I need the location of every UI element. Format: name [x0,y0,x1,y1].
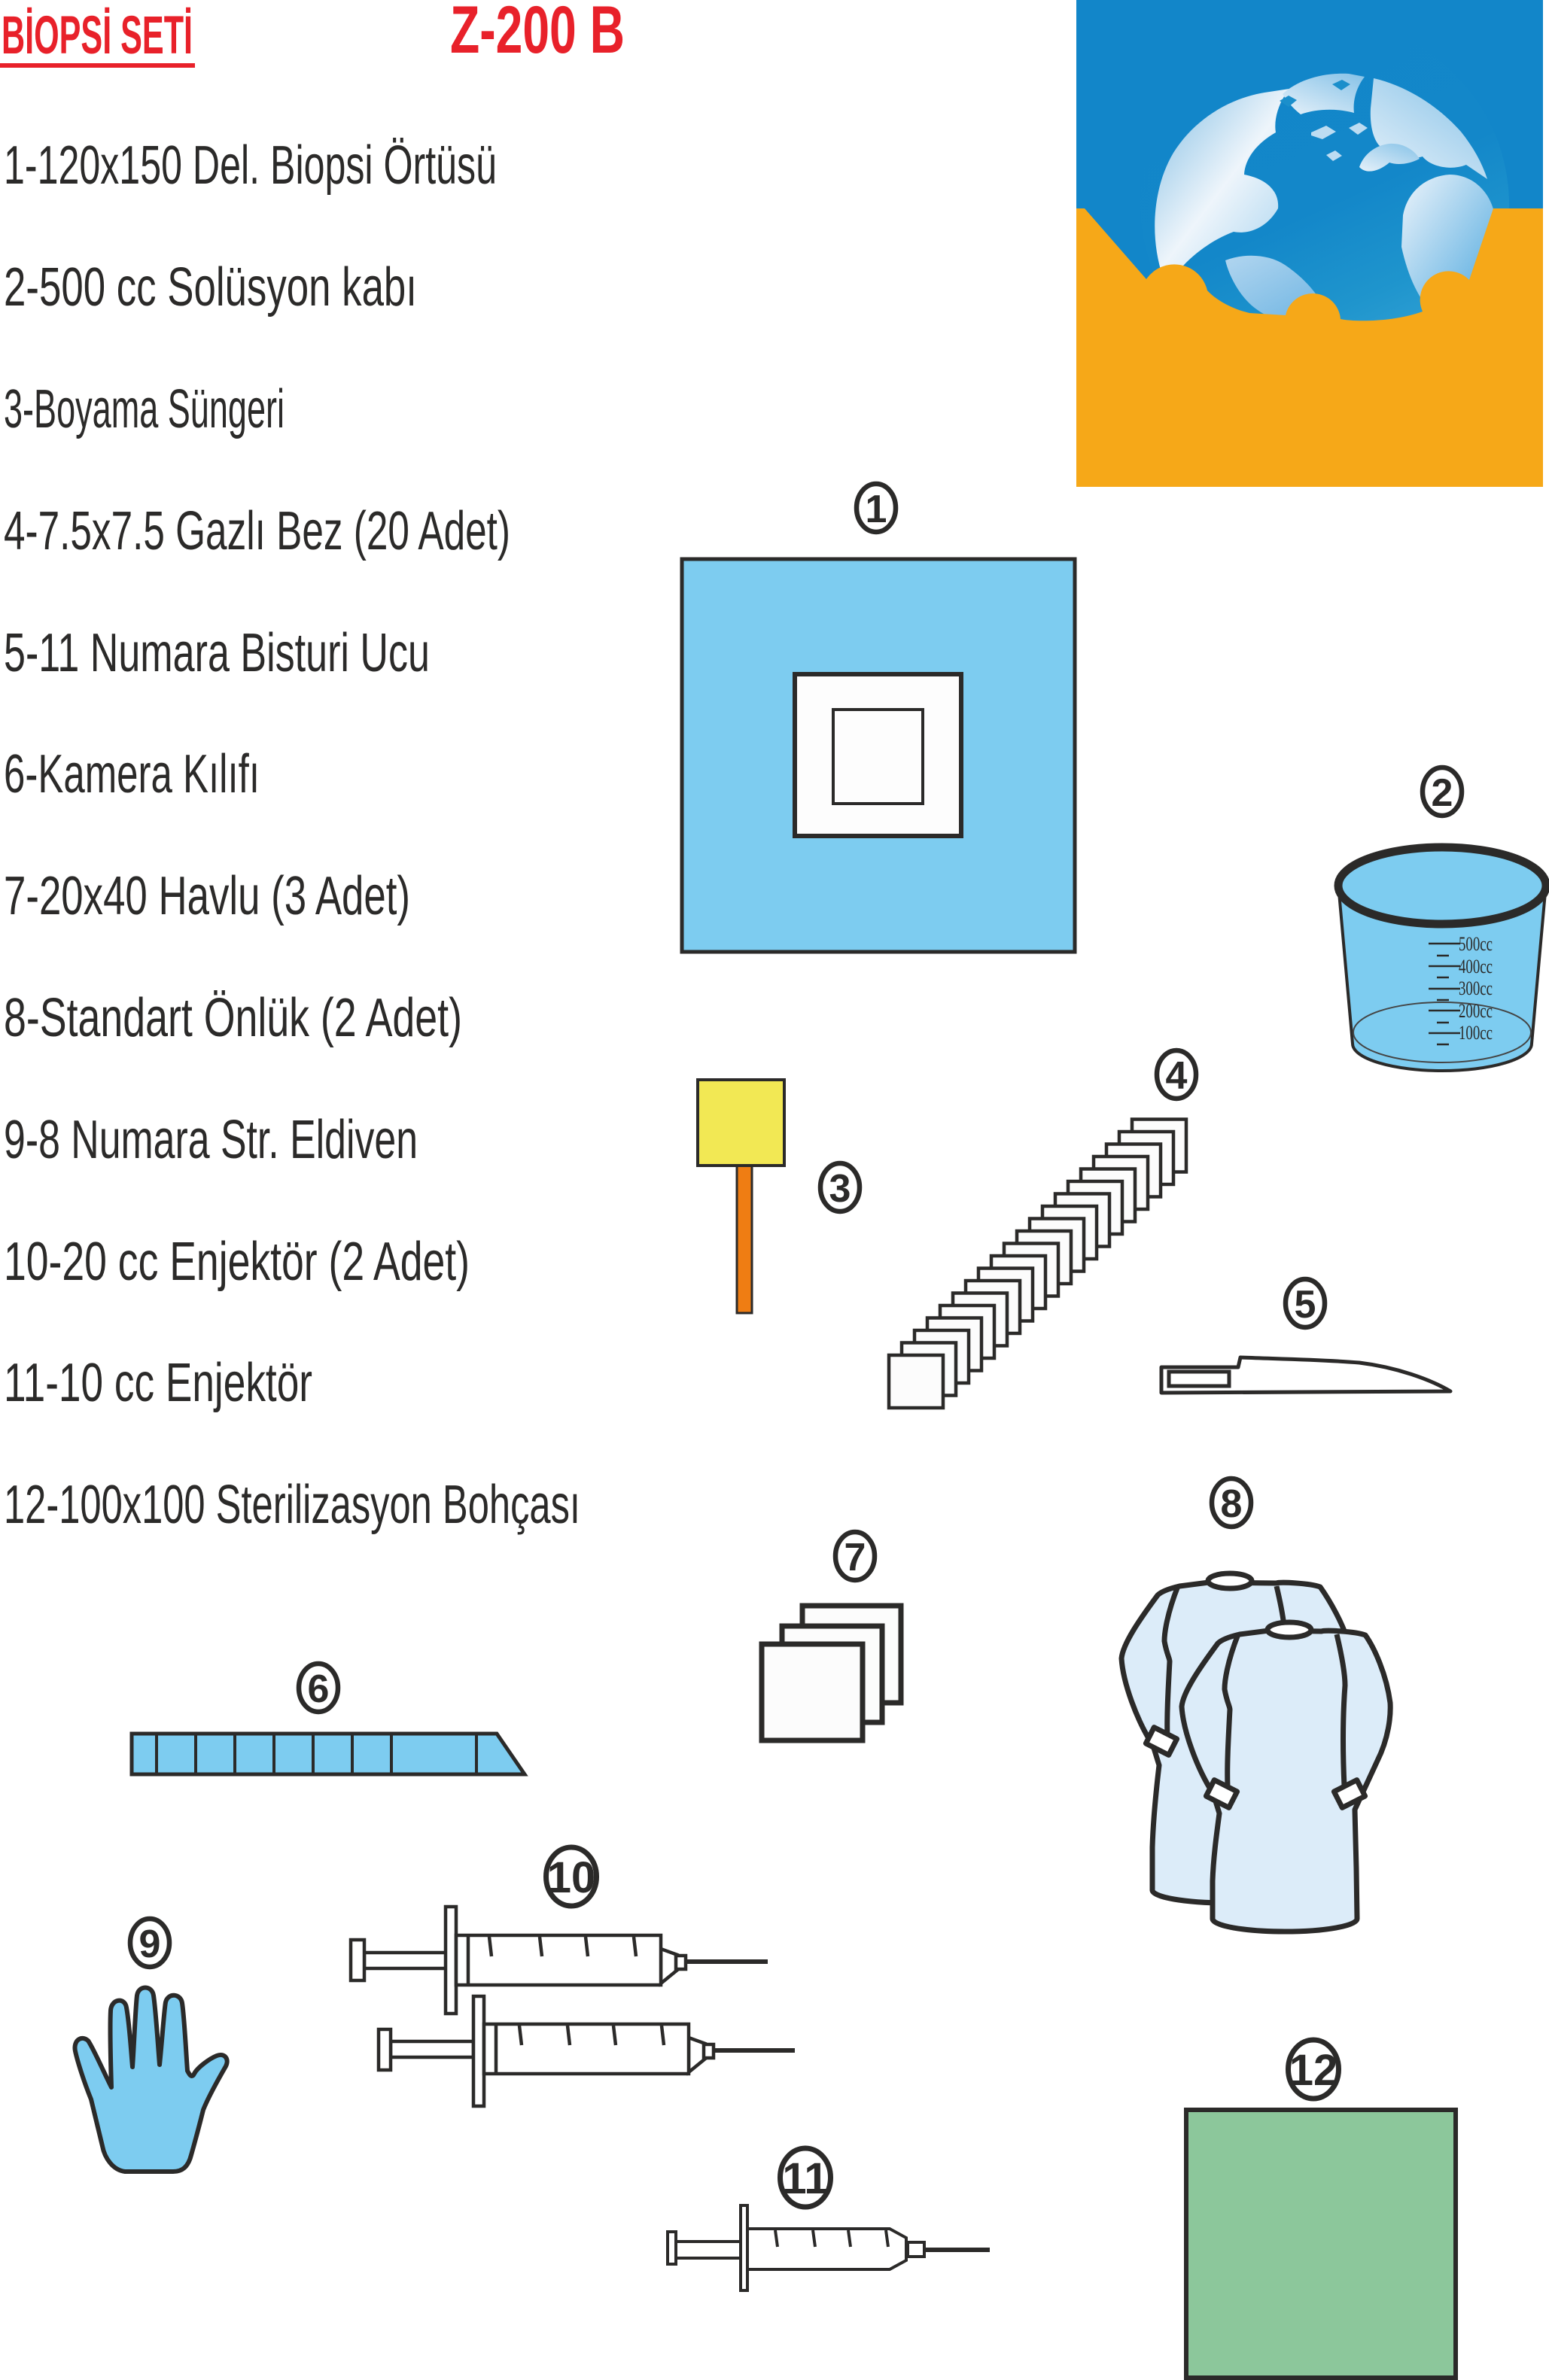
svg-text:9: 9 [139,1923,161,1966]
svg-text:8: 8 [1221,1482,1243,1526]
svg-text:12: 12 [1289,2046,1338,2095]
svg-text:300cc: 300cc [1459,977,1493,999]
svg-text:3: 3 [829,1167,851,1211]
svg-text:11: 11 [782,2154,828,2203]
svg-text:5: 5 [1295,1283,1316,1327]
svg-text:500cc: 500cc [1459,933,1493,955]
svg-text:2: 2 [1432,771,1453,815]
svg-text:4: 4 [1166,1054,1188,1098]
svg-text:400cc: 400cc [1459,956,1493,977]
svg-text:1: 1 [866,488,887,531]
svg-text:7: 7 [844,1536,866,1579]
svg-text:100cc: 100cc [1459,1022,1493,1044]
svg-text:10: 10 [547,1853,596,1902]
svg-text:6: 6 [308,1667,330,1711]
svg-text:200cc: 200cc [1459,1000,1493,1022]
